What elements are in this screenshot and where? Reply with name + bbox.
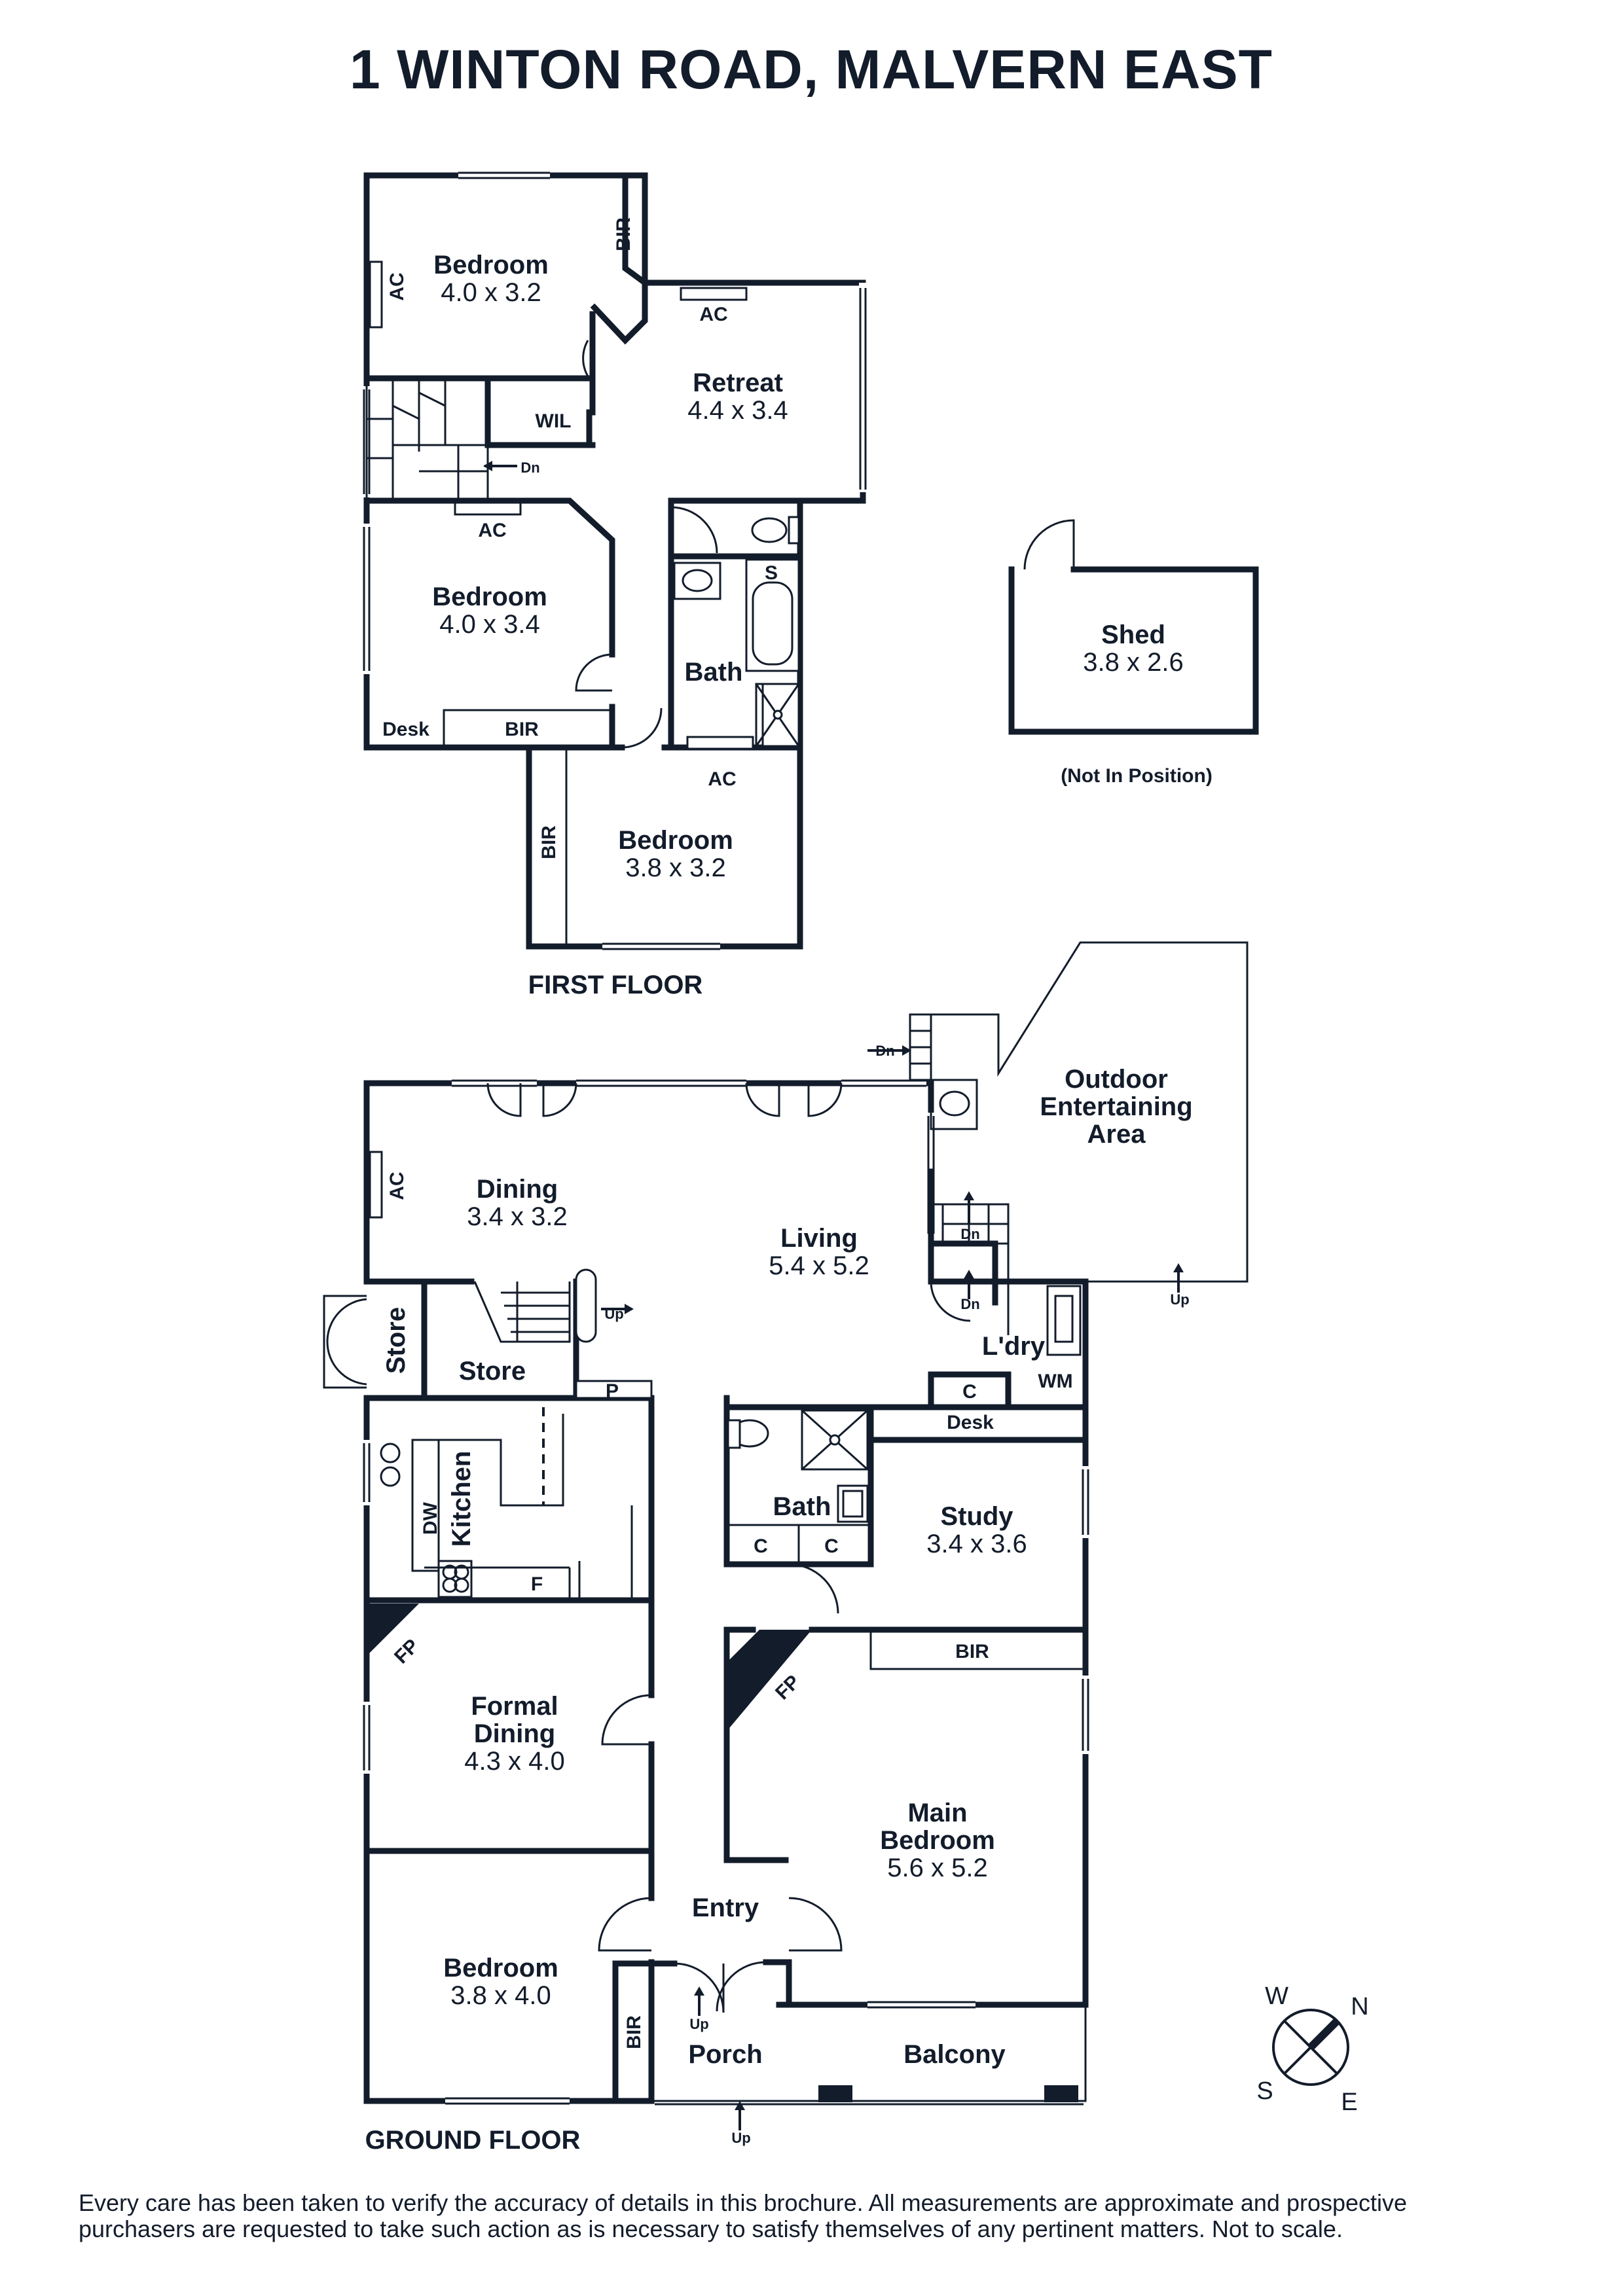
disclaimer-line-1: Every care has been taken to verify the … <box>79 2189 1407 2216</box>
gf-store-b-name: Store <box>459 1357 526 1386</box>
bedroom1-wall <box>363 311 596 382</box>
gf-store-a-name: Store <box>382 1307 410 1374</box>
outdoor-area-outline <box>930 941 1249 1283</box>
gf-main-bedroom-name-2: Bedroom <box>880 1826 995 1855</box>
gf-study-dims: 3.4 x 3.6 <box>926 1530 1027 1558</box>
first-floor-stairs <box>365 377 489 502</box>
ff-bedroom1-name: Bedroom <box>433 251 549 279</box>
ff-ac2-label: AC <box>478 520 506 541</box>
gf-formal-dims: 4.3 x 4.0 <box>464 1747 564 1776</box>
ff-ac3-label: AC <box>708 768 736 790</box>
ff-bir3-label: BIR <box>538 825 560 859</box>
gf-bir-main-label: BIR <box>955 1641 989 1662</box>
ff-wil-label: WIL <box>536 410 572 432</box>
gf-outdoor-dn-3: Dn <box>960 1296 979 1312</box>
gf-fp-formal-label: FP <box>390 1635 423 1668</box>
gf-outdoor-dn-2: Dn <box>960 1226 979 1242</box>
outdoor-name-2: Entertaining <box>1040 1092 1192 1121</box>
ff-bir2-label: BIR <box>505 719 539 740</box>
gf-entry-name: Entry <box>692 1893 759 1922</box>
gf-main-bedroom-name-1: Main <box>907 1799 967 1827</box>
ff-retreat-dims: 4.4 x 3.4 <box>687 396 788 425</box>
gf-study-name: Study <box>940 1502 1013 1531</box>
gf-fp-main-label: FP <box>771 1671 804 1704</box>
ff-bedroom1-dims: 4.0 x 3.2 <box>441 278 541 307</box>
gf-bir-bedroom-label: BIR <box>623 2015 645 2049</box>
shed-name: Shed <box>1101 620 1165 649</box>
ff-bath-name: Bath <box>685 658 743 687</box>
compass-icon <box>1272 2009 1349 2086</box>
gf-cupboard-1: C <box>754 1535 768 1557</box>
ff-bedroom2-dims: 4.0 x 3.4 <box>439 610 539 639</box>
gf-porch-up-1: Up <box>689 2016 708 2032</box>
gf-formal-name-2: Dining <box>474 1719 555 1748</box>
compass-n: N <box>1351 1993 1368 2020</box>
gf-main-bedroom-dims: 5.6 x 5.2 <box>887 1854 987 1882</box>
gf-kitchen-name: Kitchen <box>447 1451 476 1547</box>
fireplace-formal <box>367 1604 419 1656</box>
outdoor-name-3: Area <box>1087 1120 1146 1149</box>
gf-outdoor-dn-1: Dn <box>875 1043 894 1059</box>
gf-stairs-up-label: Up <box>604 1306 623 1322</box>
gf-fridge-label: F <box>531 1573 543 1595</box>
ff-shower-label: S <box>765 562 778 584</box>
compass-e: E <box>1341 2089 1357 2116</box>
ff-ac4-label: AC <box>386 272 408 300</box>
shed-dims: 3.8 x 2.6 <box>1083 648 1183 677</box>
gf-dining-dims: 3.4 x 3.2 <box>467 1202 567 1231</box>
gf-bath-name: Bath <box>773 1492 831 1521</box>
gf-living-dims: 5.4 x 5.2 <box>769 1251 869 1280</box>
gf-porch-up-2: Up <box>731 2130 750 2146</box>
property-title: 1 WINTON ROAD, MALVERN EAST <box>350 39 1273 100</box>
ff-retreat-name: Retreat <box>693 368 783 397</box>
gf-living-name: Living <box>780 1224 858 1253</box>
shed-note: (Not In Position) <box>1061 765 1213 787</box>
gf-wm-label: WM <box>1038 1371 1072 1392</box>
gf-outdoor-up: Up <box>1170 1291 1189 1308</box>
gf-bedroom-dims: 3.8 x 4.0 <box>450 1981 551 2010</box>
stairs-down-label: Dn <box>520 459 539 476</box>
gf-cupboard-laundry: C <box>962 1381 977 1403</box>
gf-ac-label: AC <box>386 1172 408 1200</box>
ff-bir1-label: BIR <box>613 217 634 251</box>
gf-balcony-name: Balcony <box>903 2040 1006 2069</box>
ground-floor <box>323 941 1249 2130</box>
gf-pantry-label: P <box>606 1380 619 1402</box>
ff-ac1-label: AC <box>699 304 727 325</box>
gf-cupboard-2: C <box>824 1535 839 1557</box>
gf-laundry-name: L'dry <box>982 1332 1046 1361</box>
ff-bedroom3-name: Bedroom <box>618 826 733 855</box>
compass-w: W <box>1265 1982 1288 2010</box>
ff-bedroom2-name: Bedroom <box>432 583 547 611</box>
gf-dw-label: DW <box>420 1501 441 1535</box>
gf-dining-name: Dining <box>477 1175 558 1204</box>
fireplace-main <box>727 1630 812 1731</box>
ground-floor-label: GROUND FLOOR <box>365 2126 581 2155</box>
compass-s: S <box>1256 2077 1273 2105</box>
ground-floor-stairs <box>473 1268 597 1343</box>
gf-porch-name: Porch <box>688 2040 762 2069</box>
ff-desk-label: Desk <box>382 719 429 740</box>
gf-formal-name-1: Formal <box>471 1692 558 1721</box>
balcony-post-1 <box>818 2085 852 2102</box>
first-floor-label: FIRST FLOOR <box>528 971 703 999</box>
balcony-post-2 <box>1044 2085 1078 2102</box>
shed <box>1008 519 1259 735</box>
first-floor: Dn <box>363 171 867 950</box>
gf-desk-label: Desk <box>947 1412 994 1433</box>
outdoor-name-1: Outdoor <box>1065 1065 1168 1094</box>
ff-bedroom3-dims: 3.8 x 3.2 <box>625 853 725 882</box>
disclaimer-line-2: purchasers are requested to take such ac… <box>79 2215 1343 2242</box>
gf-bedroom-name: Bedroom <box>443 1954 558 1982</box>
